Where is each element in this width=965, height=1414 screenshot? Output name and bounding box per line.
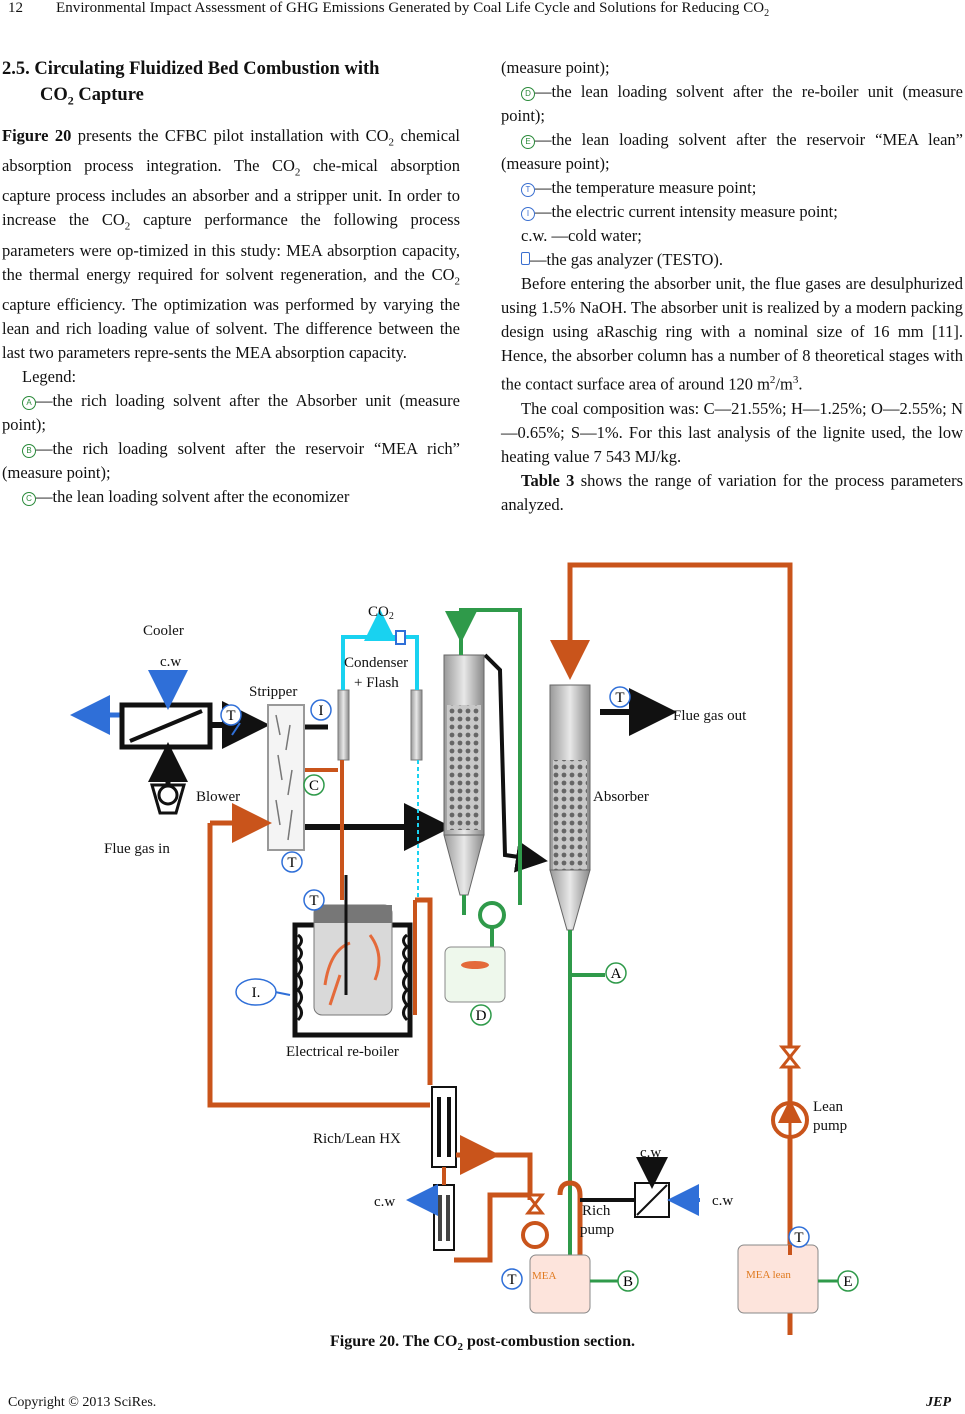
left-column: 2.5. Circulating Fluidized Bed Combustio… (2, 56, 460, 509)
legend-a: A—the rich loading solvent after the Abs… (2, 390, 460, 434)
recirc-pump-icon (478, 901, 506, 929)
label-cw-top: c.w (640, 1145, 661, 1161)
paragraph-2: Before entering the absorber unit, the f… (501, 274, 963, 394)
paragraph-3: The coal composition was: C—21.55%; H—1.… (501, 398, 963, 466)
label-lean-pump-2: pump (813, 1118, 847, 1134)
label-condenser-2: + Flash (354, 675, 399, 691)
marker-a-icon: A (22, 395, 36, 410)
page-number: 12 (8, 0, 23, 16)
temp-marker-rich: T (501, 1268, 523, 1290)
marker-c-icon: C (22, 491, 36, 506)
label-absorber: Absorber (593, 789, 649, 805)
legend-c: C—the lean loading solvent after the eco… (2, 485, 460, 509)
label-flue-gas-out: Flue gas out (673, 708, 747, 724)
b-marker: B (617, 1270, 639, 1292)
svg-text:D: D (476, 1008, 487, 1024)
legend-b: B—the rich loading solvent after the res… (2, 438, 460, 482)
stripper-column (267, 704, 305, 851)
svg-text:T: T (794, 1230, 803, 1246)
measure-point-markers: T I C T T T A D B T T E I. (220, 686, 859, 1292)
co2-capture-diagram: T I C T T T A D B T T E I. CO2 Cooler c.… (70, 562, 859, 1350)
temp-marker-absorber: T (609, 686, 631, 708)
gas-analyzer-icon (521, 252, 530, 265)
svg-text:A: A (611, 966, 622, 982)
marker-e-icon: E (521, 135, 535, 149)
label-mea: MEA (532, 1270, 557, 1282)
legend-d: D—the lean loading solvent after the re-… (501, 82, 963, 125)
label-condenser-1: Condenser (344, 655, 408, 671)
legend-c-cont: (measure point); (501, 58, 610, 77)
marker-t-icon: T (521, 183, 535, 197)
gas-analyzer-icon (395, 630, 406, 645)
legend-cw: c.w. —cold water; (521, 226, 642, 245)
label-cw-left: c.w (374, 1194, 395, 1210)
section-heading: 2.5. Circulating Fluidized Bed Combustio… (2, 59, 380, 108)
label-rich-pump-2: pump (580, 1222, 614, 1238)
marker-d-icon: D (521, 87, 535, 101)
lean-valve-icon (778, 1045, 802, 1069)
svg-text:C: C (309, 778, 319, 794)
svg-text:E: E (843, 1274, 852, 1290)
e-marker: E (837, 1270, 859, 1292)
svg-text:I: I (319, 703, 324, 719)
rich-lean-hx (431, 1086, 457, 1168)
a-marker: A (605, 962, 627, 984)
figure-caption: Figure 20. The CO2 post-combustion secti… (330, 1333, 635, 1354)
label-rich-pump-1: Rich (582, 1203, 611, 1219)
label-stripper: Stripper (249, 684, 297, 700)
cooling-hx (433, 1184, 455, 1251)
svg-text:T: T (507, 1272, 516, 1288)
svg-text:T: T (615, 690, 624, 706)
label-lean-pump-1: Lean (813, 1099, 843, 1115)
condenser-tube-2 (410, 689, 423, 761)
label-mea-lean: MEA lean (746, 1269, 791, 1281)
temp-marker-stripper: T (281, 851, 303, 873)
temp-marker-reboiler: T (303, 889, 325, 911)
legend-title: Legend: (22, 366, 77, 386)
svg-text:T: T (226, 708, 235, 724)
svg-text:B: B (623, 1274, 633, 1290)
svg-text:I.: I. (252, 985, 261, 1001)
marker-b-icon: B (22, 443, 36, 458)
label-flue-gas-in: Flue gas in (104, 841, 170, 857)
svg-text:T: T (309, 893, 318, 909)
label-cw-right: c.w (712, 1193, 733, 1209)
running-title: Environmental Impact Assessment of GHG E… (56, 0, 770, 19)
label-rich-lean-hx: Rich/Lean HX (313, 1131, 401, 1147)
label-blower: Blower (196, 789, 240, 805)
temp-marker-cooler: T (220, 704, 242, 726)
paragraph-1: Figure 20 presents the CFBC pilot instal… (2, 125, 461, 362)
legend-gas: —the gas analyzer (TESTO). (501, 248, 963, 272)
legend-t: T—the temperature measure point; (501, 176, 963, 200)
process-diagram: T I C T T T A D B T T E I. CO2 Cooler c.… (0, 555, 965, 1350)
middle-tank (444, 946, 506, 1003)
marker-i-icon: I (521, 207, 535, 221)
legend-i: I—the electric current intensity measure… (501, 200, 963, 224)
d-marker: D (470, 1004, 492, 1026)
copyright: Copyright © 2013 SciRes. (8, 1395, 157, 1410)
mea-lean-tank (737, 1244, 819, 1314)
right-column: (measure point); D—the lean loading solv… (501, 56, 963, 517)
journal-name: JEP (926, 1395, 951, 1410)
label-co2: CO2 (368, 604, 394, 622)
diagram-labels: CO2 Cooler c.w Condenser + Flash Strippe… (104, 604, 847, 1282)
condenser-tube-1 (337, 689, 350, 761)
current-marker-reboiler: I. (235, 978, 277, 1006)
current-marker-stripper: I (310, 699, 332, 721)
legend-e: E—the lean loading solvent after the res… (501, 130, 963, 173)
rich-pump-icon (521, 1221, 549, 1249)
label-electrical-reboiler: Electrical re-boiler (286, 1044, 399, 1060)
temp-marker-lean: T (788, 1226, 810, 1248)
label-cooler: Cooler (143, 623, 184, 639)
label-cw-cooler: c.w (160, 654, 181, 670)
c-marker: C (303, 774, 325, 796)
paragraph-4: Table 3 shows the range of variation for… (501, 470, 964, 514)
mea-rich-tank (529, 1254, 591, 1314)
svg-text:T: T (287, 855, 296, 871)
